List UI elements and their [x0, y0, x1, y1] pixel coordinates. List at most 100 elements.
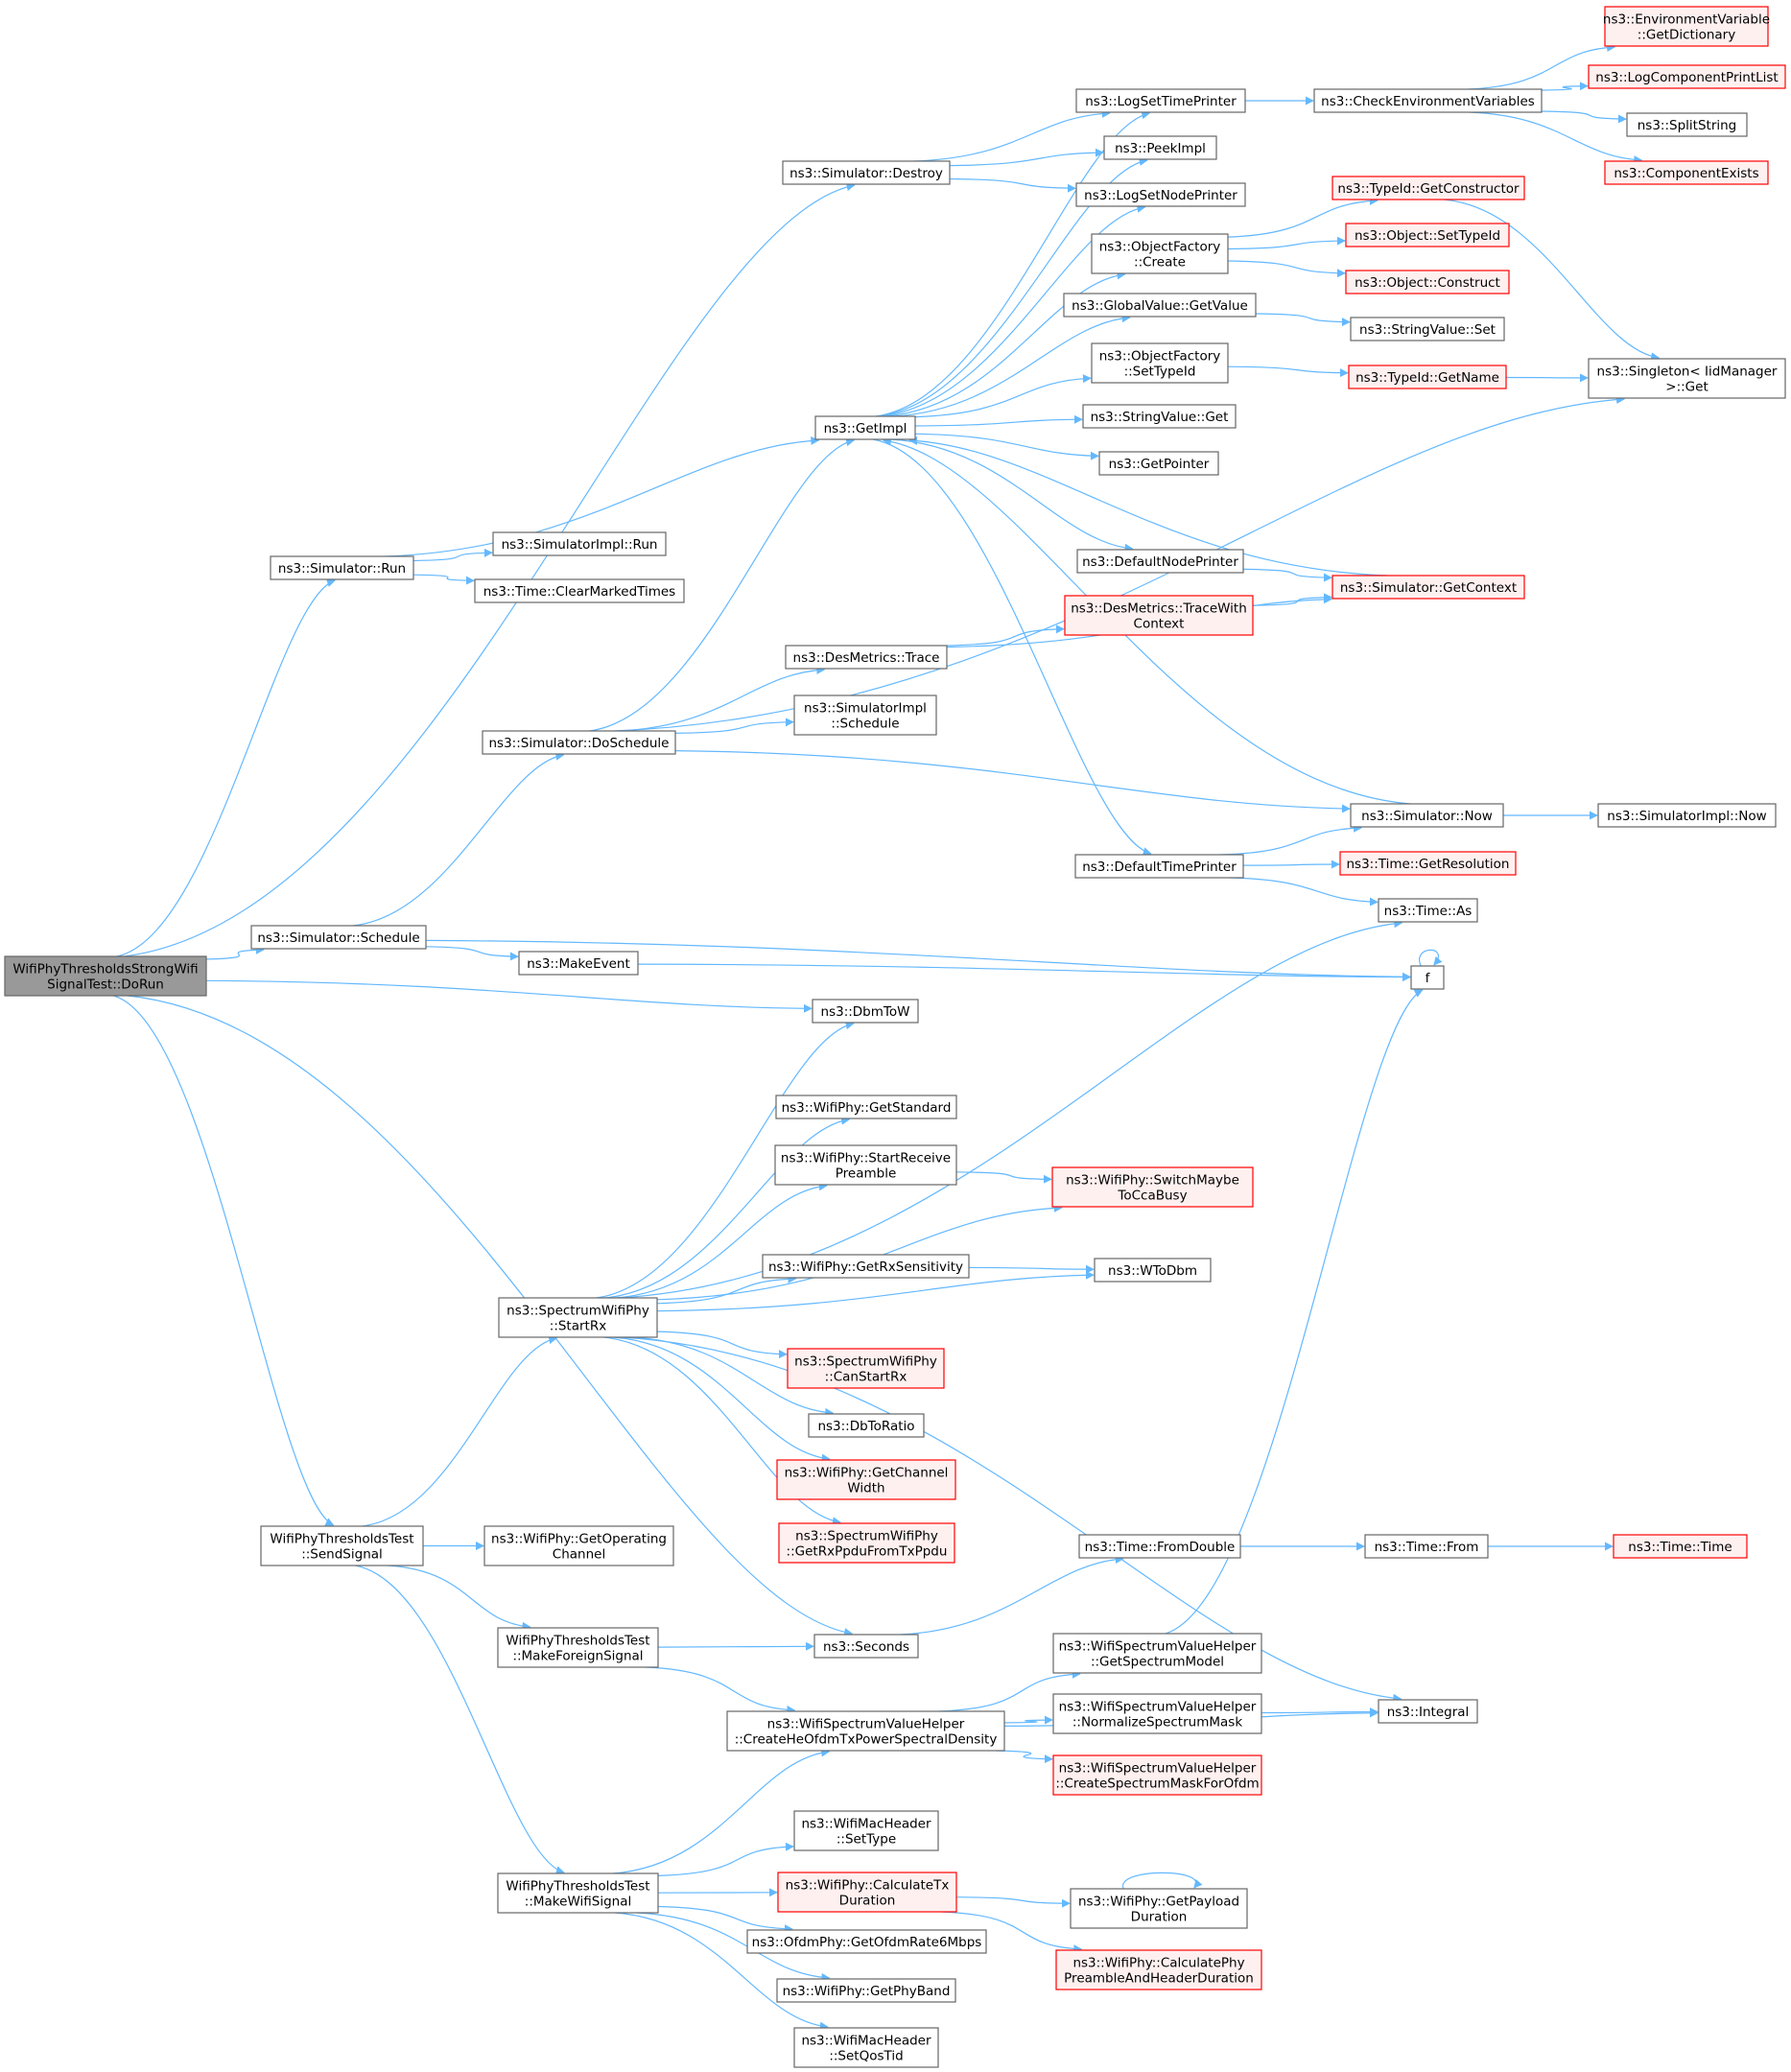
node-label-simimplrun-0: ns3::SimulatorImpl::Run: [502, 537, 658, 553]
node-getimpl[interactable]: ns3::GetImpl: [814, 415, 916, 440]
node-f[interactable]: f: [1410, 965, 1445, 990]
node-getstandard[interactable]: ns3::WifiPhy::GetStandard: [775, 1095, 957, 1119]
edge-sendsignal-to-startrx: [362, 1335, 558, 1527]
node-label-objsettid-0: ns3::Object::SetTypeId: [1355, 228, 1500, 244]
node-objfacsettid[interactable]: ns3::ObjectFactory::SetTypeId: [1091, 342, 1229, 384]
node-schedule[interactable]: ns3::Simulator::Schedule: [250, 925, 427, 950]
node-run[interactable]: ns3::Simulator::Run: [270, 555, 414, 580]
node-timefrom[interactable]: ns3::Time::From: [1364, 1534, 1489, 1559]
node-box-ofdmrate: [746, 1929, 987, 1954]
node-clearmarked[interactable]: ns3::Time::ClearMarkedTimes: [474, 578, 685, 603]
node-sendsignal[interactable]: WifiPhyThresholdsTest::SendSignal: [260, 1525, 424, 1566]
node-ofdmrate[interactable]: ns3::OfdmPhy::GetOfdmRate6Mbps: [746, 1929, 987, 1954]
node-logsettime[interactable]: ns3::LogSetTimePrinter: [1075, 88, 1246, 113]
node-simimplrun[interactable]: ns3::SimulatorImpl::Run: [492, 531, 667, 556]
node-strvalset[interactable]: ns3::StringValue::Set: [1350, 317, 1505, 341]
node-box-dbtoratio: [808, 1413, 925, 1438]
node-label-timegetres-0: ns3::Time::GetResolution: [1346, 857, 1509, 872]
node-peekimpl[interactable]: ns3::PeekImpl: [1103, 135, 1217, 160]
edge-sendsignal-to-makewifisig: [355, 1565, 565, 1874]
node-canstartrx[interactable]: ns3::SpectrumWifiPhy::CanStartRx: [787, 1348, 945, 1389]
node-createheofdm[interactable]: ns3::WifiSpectrumValueHelper::CreateHeOf…: [726, 1710, 1005, 1752]
node-getspecmodel[interactable]: ns3::WifiSpectrumValueHelper::GetSpectru…: [1052, 1633, 1262, 1674]
node-settype[interactable]: ns3::WifiMacHeader::SetType: [793, 1810, 939, 1851]
node-label-getchanwidth-0: ns3::WifiPhy::GetChannel: [785, 1466, 949, 1481]
node-globalval[interactable]: ns3::GlobalValue::GetValue: [1063, 293, 1257, 318]
node-integral[interactable]: ns3::Integral: [1378, 1699, 1478, 1724]
node-deftimeprinter[interactable]: ns3::DefaultTimePrinter: [1074, 854, 1244, 879]
node-setqostid[interactable]: ns3::WifiMacHeader::SetQosTid: [793, 2027, 939, 2068]
node-getpointer[interactable]: ns3::GetPointer: [1098, 451, 1219, 476]
edge-destroy-to-logsetnode: [949, 177, 1076, 193]
node-label-timetime-0: ns3::Time::Time: [1628, 1540, 1732, 1555]
node-logsetnode[interactable]: ns3::LogSetNodePrinter: [1075, 182, 1246, 207]
node-label-getimpl-0: ns3::GetImpl: [824, 421, 907, 436]
node-wtodbm[interactable]: ns3::WToDbm: [1094, 1258, 1212, 1283]
node-dbtoratio[interactable]: ns3::DbToRatio: [808, 1413, 925, 1438]
node-label-makewifisig-0: WifiPhyThresholdsTest: [506, 1879, 649, 1895]
node-typeidgetctor[interactable]: ns3::TypeId::GetConstructor: [1331, 176, 1525, 200]
node-objfaccreate[interactable]: ns3::ObjectFactory::Create: [1091, 233, 1229, 274]
node-objsettid[interactable]: ns3::Object::SetTypeId: [1345, 223, 1510, 247]
node-compexists[interactable]: ns3::ComponentExists: [1604, 160, 1769, 185]
node-box-strvalset: [1350, 317, 1505, 341]
node-objconstruct[interactable]: ns3::Object::Construct: [1345, 270, 1510, 294]
node-desmetrics[interactable]: ns3::DesMetrics::Trace: [785, 645, 948, 670]
node-strvalget[interactable]: ns3::StringValue::Get: [1082, 404, 1237, 429]
node-simnow[interactable]: ns3::Simulator::Now: [1350, 803, 1504, 828]
node-makeevent[interactable]: ns3::MakeEvent: [518, 951, 639, 976]
node-seconds[interactable]: ns3::Seconds: [813, 1634, 919, 1659]
node-checkenv[interactable]: ns3::CheckEnvironmentVariables: [1313, 88, 1543, 113]
node-box-dbmtow: [812, 999, 919, 1024]
node-simgetcontext[interactable]: ns3::Simulator::GetContext: [1331, 575, 1525, 600]
node-timegetres[interactable]: ns3::Time::GetResolution: [1339, 851, 1517, 876]
node-label-desmetrics-0: ns3::DesMetrics::Trace: [793, 650, 940, 666]
node-logcompprint[interactable]: ns3::LogComponentPrintList: [1588, 64, 1786, 89]
node-getphyband[interactable]: ns3::WifiPhy::GetPhyBand: [776, 1978, 956, 2003]
edge-makewifisig-to-createheofdm: [612, 1748, 831, 1874]
node-timefromdouble[interactable]: ns3::Time::FromDouble: [1078, 1534, 1241, 1559]
node-makewifisig[interactable]: WifiPhyThresholdsTest::MakeWifiSignal: [497, 1872, 659, 1914]
node-getrxppdu[interactable]: ns3::SpectrumWifiPhy::GetRxPpduFromTxPpd…: [778, 1522, 955, 1564]
node-simimplnow[interactable]: ns3::SimulatorImpl::Now: [1597, 803, 1777, 828]
edge-makewifisig-to-settype: [657, 1842, 794, 1876]
node-defnodeprinter[interactable]: ns3::DefaultNodePrinter: [1076, 549, 1244, 574]
node-simimplsched[interactable]: ns3::SimulatorImpl::Schedule: [793, 695, 937, 736]
node-label-createheofdm-0: ns3::WifiSpectrumValueHelper: [767, 1717, 965, 1732]
edge-startrx-to-canstartrx: [656, 1330, 788, 1359]
node-timeas[interactable]: ns3::Time::As: [1378, 898, 1478, 923]
node-singletonget[interactable]: ns3::Singleton< IidManager >::Get: [1588, 358, 1786, 399]
node-box-typeidgetname: [1348, 365, 1507, 389]
node-label-timefromdouble-0: ns3::Time::FromDouble: [1085, 1540, 1236, 1555]
node-envgetdict[interactable]: ns3::EnvironmentVariable::GetDictionary: [1603, 6, 1770, 47]
node-startrx[interactable]: ns3::SpectrumWifiPhy::StartRx: [498, 1297, 658, 1338]
edge-doschedule-to-simnow: [674, 750, 1351, 813]
node-splitstring[interactable]: ns3::SplitString: [1626, 112, 1748, 137]
node-dorun[interactable]: WifiPhyThresholdsStrongWifiSignalTest::D…: [4, 955, 207, 997]
node-destroy[interactable]: ns3::Simulator::Destroy: [782, 160, 951, 185]
node-normspecmask[interactable]: ns3::WifiSpectrumValueHelper::NormalizeS…: [1052, 1693, 1262, 1734]
node-box-sendsignal: [260, 1525, 424, 1566]
node-box-makewifisig: [497, 1872, 659, 1914]
node-label-getrxsens-0: ns3::WifiPhy::GetRxSensitivity: [768, 1260, 963, 1275]
node-makeforeign[interactable]: WifiPhyThresholdsTest::MakeForeignSignal: [497, 1627, 659, 1668]
node-getrxsens[interactable]: ns3::WifiPhy::GetRxSensitivity: [762, 1254, 970, 1279]
edge-defnodeprinter-to-simgetcontext: [1242, 568, 1332, 582]
node-calcphypre[interactable]: ns3::WifiPhy::CalculatePhyPreambleAndHea…: [1055, 1949, 1262, 1990]
node-doschedule[interactable]: ns3::Simulator::DoSchedule: [482, 730, 676, 755]
node-label-wtodbm-0: ns3::WToDbm: [1108, 1263, 1197, 1279]
node-box-objsettid: [1345, 223, 1510, 247]
node-box-timegetres: [1339, 851, 1517, 876]
node-createspecmask[interactable]: ns3::WifiSpectrumValueHelper::CreateSpec…: [1052, 1754, 1262, 1796]
node-timetime[interactable]: ns3::Time::Time: [1613, 1534, 1748, 1559]
node-dbmtow[interactable]: ns3::DbmToW: [812, 999, 919, 1024]
edge-makeforeign-to-createheofdm: [646, 1666, 796, 1715]
node-typeidgetname[interactable]: ns3::TypeId::GetName: [1348, 365, 1507, 389]
